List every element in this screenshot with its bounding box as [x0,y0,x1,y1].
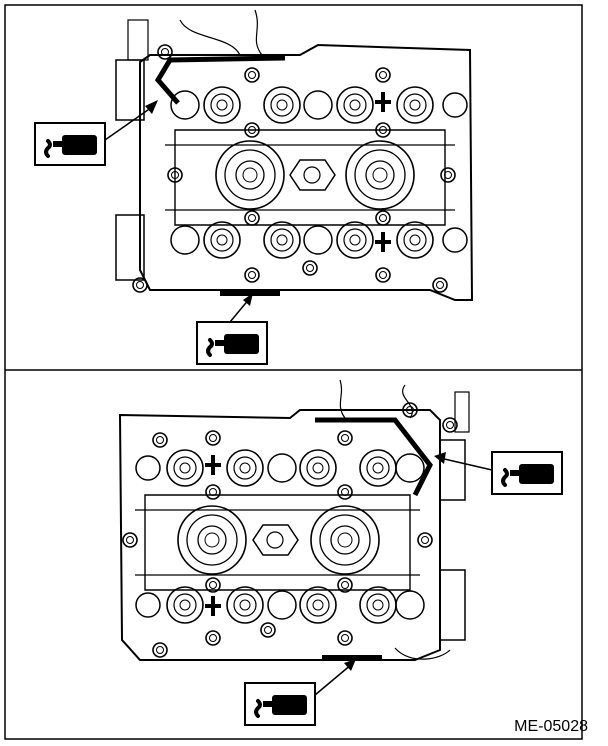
top-cylinder-head [115,9,474,301]
bottom-cylinder-head [118,379,470,661]
figure-code: ME-05028 [514,718,588,735]
liquid-gasket-icon [490,450,564,496]
sealant-bead-bottom [220,290,280,296]
sealant-bead-left [154,55,286,105]
liquid-gasket-icon [33,121,107,167]
sealant-bead-right [315,417,433,497]
liquid-gasket-icon [195,320,269,366]
bottom-bottom-callout [243,659,356,727]
top-bottom-callout [195,293,269,366]
bottom-right-callout [434,450,564,496]
liquid-gasket-icon [243,681,317,727]
sealant-bead-bottom [322,655,382,661]
figure-border [4,4,583,740]
top-left-callout [33,100,158,167]
